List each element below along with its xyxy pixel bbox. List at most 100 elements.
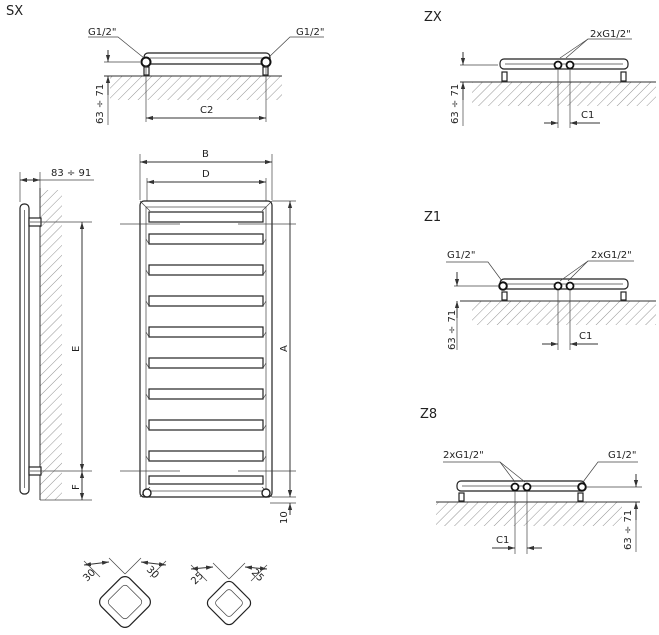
z1-right-leader: [567, 260, 634, 282]
side-e-label: E: [71, 346, 82, 352]
z8-right-leader: [582, 461, 638, 483]
front-d-label: D: [202, 169, 210, 180]
profile-25-label-b: 25: [249, 567, 266, 584]
zx-thread-label: 2xG1/2": [590, 29, 631, 40]
z8-title: Z8: [420, 407, 437, 422]
z1-left-leader: [446, 261, 503, 282]
z1-title: Z1: [424, 210, 441, 225]
front-bevel-tr: [261, 200, 273, 212]
side-view: 83 ÷ 91 E F: [19, 168, 94, 501]
sx-view: SX G1/2" G1/2" 63 ÷ 71 C2: [6, 4, 324, 125]
z1-height-label: 63 ÷ 71: [447, 310, 458, 350]
front-b-label: B: [202, 149, 209, 160]
z8-right-connection-icon: [577, 482, 587, 492]
profile-30-label-b: 30: [144, 564, 161, 581]
front-tube-4: [148, 295, 264, 307]
front-tube-1: [148, 211, 264, 223]
zx-connection-a-icon: [553, 60, 563, 70]
front-bevel-tl: [139, 200, 151, 212]
side-wall-hatch: [40, 190, 62, 500]
z8-left-foot: [458, 492, 465, 502]
z1-right-thread-label: 2xG1/2": [591, 250, 632, 261]
profile-25-label-a: 25: [189, 570, 206, 587]
zx-view: ZX 2xG1/2" 63 ÷ 71 C1: [424, 10, 656, 128]
front-tube-10: [148, 475, 264, 485]
front-tube-8: [148, 419, 264, 431]
front-right-connection-icon: [261, 488, 271, 498]
profile-30-outer: [99, 576, 151, 628]
sx-left-foot: [143, 66, 150, 76]
zx-right-foot: [620, 71, 627, 82]
front-frame-inner: [145, 206, 267, 492]
profile-30-inner: [107, 584, 143, 620]
sx-left-connection-icon: [140, 56, 152, 68]
profile-25-inner: [215, 589, 243, 617]
sx-right-leader: [267, 36, 324, 59]
sx-right-foot: [262, 66, 269, 76]
sx-height-label: 63 ÷ 71: [95, 84, 106, 124]
front-tube-3: [148, 264, 264, 276]
z1-left-thread-label: G1/2": [447, 250, 475, 261]
z1-left-foot: [501, 291, 508, 301]
zx-left-foot: [501, 71, 508, 82]
front-left-connection-icon: [142, 488, 152, 498]
z1-floor-hatch: [472, 301, 656, 325]
front-10-label: 10: [279, 511, 290, 524]
side-f-label: F: [71, 484, 82, 490]
profile-25-outer: [206, 580, 252, 626]
sx-left-leader: [88, 36, 145, 59]
front-view: B D: [120, 149, 296, 524]
profile-25: 25 25: [189, 562, 268, 626]
z8-view: Z8 2xG1/2" G1/2" 63 ÷ 71 C1: [420, 407, 642, 554]
z8-c1-label: C1: [496, 535, 509, 546]
z8-connection-a-icon: [510, 482, 520, 492]
z8-left-thread-label: 2xG1/2": [443, 450, 484, 461]
zx-floor-hatch: [472, 82, 656, 106]
z1-view: Z1 G1/2" 2xG1/2" 63 ÷ 71 C1: [424, 210, 656, 350]
z8-right-thread-label: G1/2": [608, 450, 636, 461]
front-tube-9: [148, 450, 264, 462]
zx-c1-label: C1: [581, 110, 594, 121]
z8-right-foot: [577, 492, 584, 502]
profile-30-dim-right: [140, 560, 167, 567]
front-tube-7: [148, 388, 264, 400]
sx-c2-label: C2: [200, 105, 213, 116]
sx-radiator-bar: [143, 52, 271, 65]
z1-left-connection-icon: [498, 281, 508, 291]
sx-title: SX: [6, 4, 23, 19]
side-depth-label: 83 ÷ 91: [51, 168, 91, 179]
front-tube-5: [148, 326, 264, 338]
z1-c1-label: C1: [579, 331, 592, 342]
profile-30-ext-l2: [108, 557, 126, 575]
profile-30-ext-r2: [124, 557, 142, 575]
sx-right-connection-icon: [260, 56, 272, 68]
front-tubes: [145, 211, 267, 485]
front-tube-bevels: [145, 238, 267, 462]
zx-leader: [565, 38, 632, 59]
profile-25-ext-l2: [212, 562, 230, 580]
zx-height-label: 63 ÷ 71: [450, 84, 461, 124]
profile-30: 30 30: [81, 557, 167, 628]
sx-left-thread-label: G1/2": [88, 27, 116, 38]
sx-right-thread-label: G1/2": [296, 27, 324, 38]
profile-25-dim-left: [190, 565, 214, 571]
front-tube-2: [148, 233, 264, 245]
profile-25-dim-right: [244, 565, 268, 571]
front-a-label: A: [279, 345, 290, 352]
sx-floor-hatch: [110, 76, 282, 100]
z1-connection-b-icon: [565, 281, 575, 291]
zx-title: ZX: [424, 10, 442, 25]
z1-connection-a-icon: [553, 281, 563, 291]
profile-30-dim-left: [83, 560, 110, 567]
z1-right-leader-b: [559, 260, 589, 282]
zx-leader-b: [559, 38, 589, 59]
z8-connection-b-icon: [522, 482, 532, 492]
z8-left-leader-b: [499, 461, 526, 483]
profile-25-ext-r2: [228, 562, 246, 580]
profile-30-label-a: 30: [81, 567, 98, 584]
front-tube-6: [148, 357, 264, 369]
z8-floor-hatch: [436, 502, 622, 526]
z1-right-foot: [620, 291, 627, 301]
